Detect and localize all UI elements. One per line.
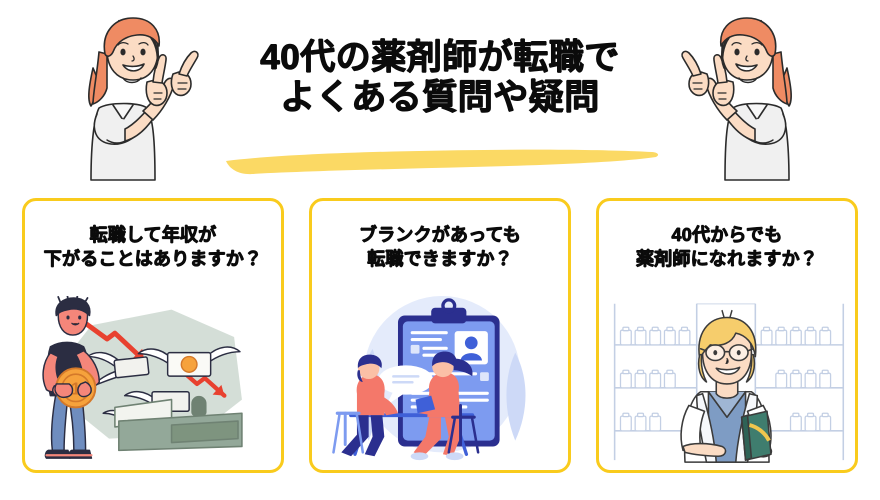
svg-text:1: 1 <box>71 379 81 399</box>
card-salary-decrease[interactable]: 転職して年収が 下がることはありますか？ <box>22 198 284 473</box>
pointing-woman-illustration-right <box>665 8 825 188</box>
card-title-line-2: 下がることはありますか？ <box>43 249 263 269</box>
money-flying-away-illustration: 1 <box>25 296 281 466</box>
card-title-line-1: ブランクがあっても <box>359 225 521 245</box>
page-title-line-1: 40代の薬剤師が転職で <box>260 38 620 77</box>
header-section: 40代の薬剤師が転職で よくある質問や疑問 <box>0 0 880 190</box>
pharmacist-at-shelves-illustration <box>599 296 855 466</box>
card-title-line-1: 転職して年収が <box>89 225 217 245</box>
page-title: 40代の薬剤師が転職で よくある質問や疑問 <box>190 38 690 118</box>
pointing-woman-illustration-left <box>55 8 215 188</box>
card-become-pharmacist-title: 40代からでも 薬剤師になれますか？ <box>599 223 855 271</box>
card-career-blank[interactable]: ブランクがあっても 転職できますか？ <box>309 198 571 473</box>
card-salary-decrease-title: 転職して年収が 下がることはありますか？ <box>25 223 281 271</box>
card-title-line-1: 40代からでも <box>671 225 783 245</box>
card-become-pharmacist[interactable]: 40代からでも 薬剤師になれますか？ <box>596 198 858 473</box>
question-cards-row: 転職して年収が 下がることはありますか？ <box>0 198 880 480</box>
yellow-brush-underline <box>222 143 662 177</box>
job-interview-illustration <box>312 296 568 466</box>
card-title-line-2: 薬剤師になれますか？ <box>636 249 818 269</box>
card-title-line-2: 転職できますか？ <box>367 249 513 269</box>
card-career-blank-title: ブランクがあっても 転職できますか？ <box>312 223 568 271</box>
page-title-line-2: よくある質問や疑問 <box>280 78 600 117</box>
